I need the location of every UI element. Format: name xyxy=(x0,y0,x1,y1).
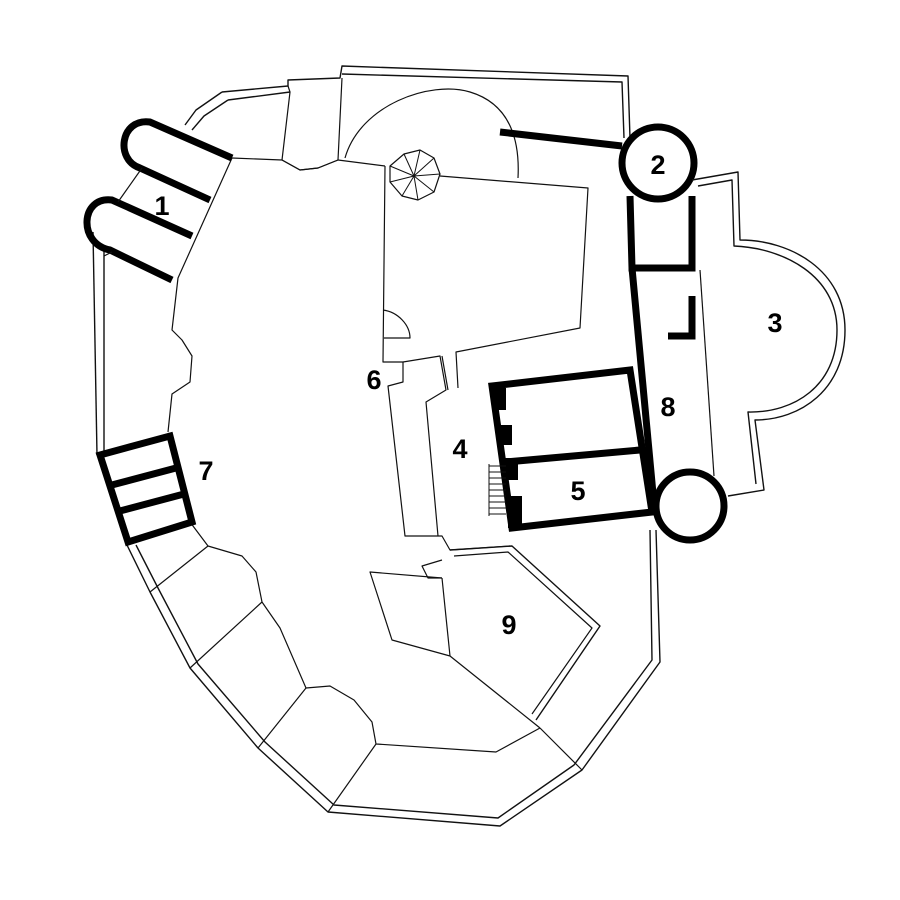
room-1-towers xyxy=(83,118,234,284)
label-room-1: 1 xyxy=(154,191,169,221)
label-room-6: 6 xyxy=(366,365,381,395)
label-room-9: 9 xyxy=(501,610,516,640)
southeast-round-tower xyxy=(652,468,728,544)
room-7-bastion xyxy=(95,431,197,547)
room-3-chapel xyxy=(668,171,846,497)
label-room-4: 4 xyxy=(452,434,467,464)
room-9 xyxy=(369,545,601,729)
octagon-tower xyxy=(389,149,441,201)
south-wall-cells xyxy=(149,545,583,813)
rooms-4-5 xyxy=(488,366,657,532)
room-labels: 1 2 3 4 5 6 7 8 9 xyxy=(154,150,782,640)
label-room-5: 5 xyxy=(570,476,585,506)
inner-building xyxy=(344,88,589,551)
label-room-3: 3 xyxy=(767,308,782,338)
label-room-2: 2 xyxy=(650,150,665,180)
label-room-8: 8 xyxy=(660,392,675,422)
room-2-tower xyxy=(499,123,698,516)
outer-curtain-wall xyxy=(92,65,661,827)
label-room-7: 7 xyxy=(198,456,213,486)
